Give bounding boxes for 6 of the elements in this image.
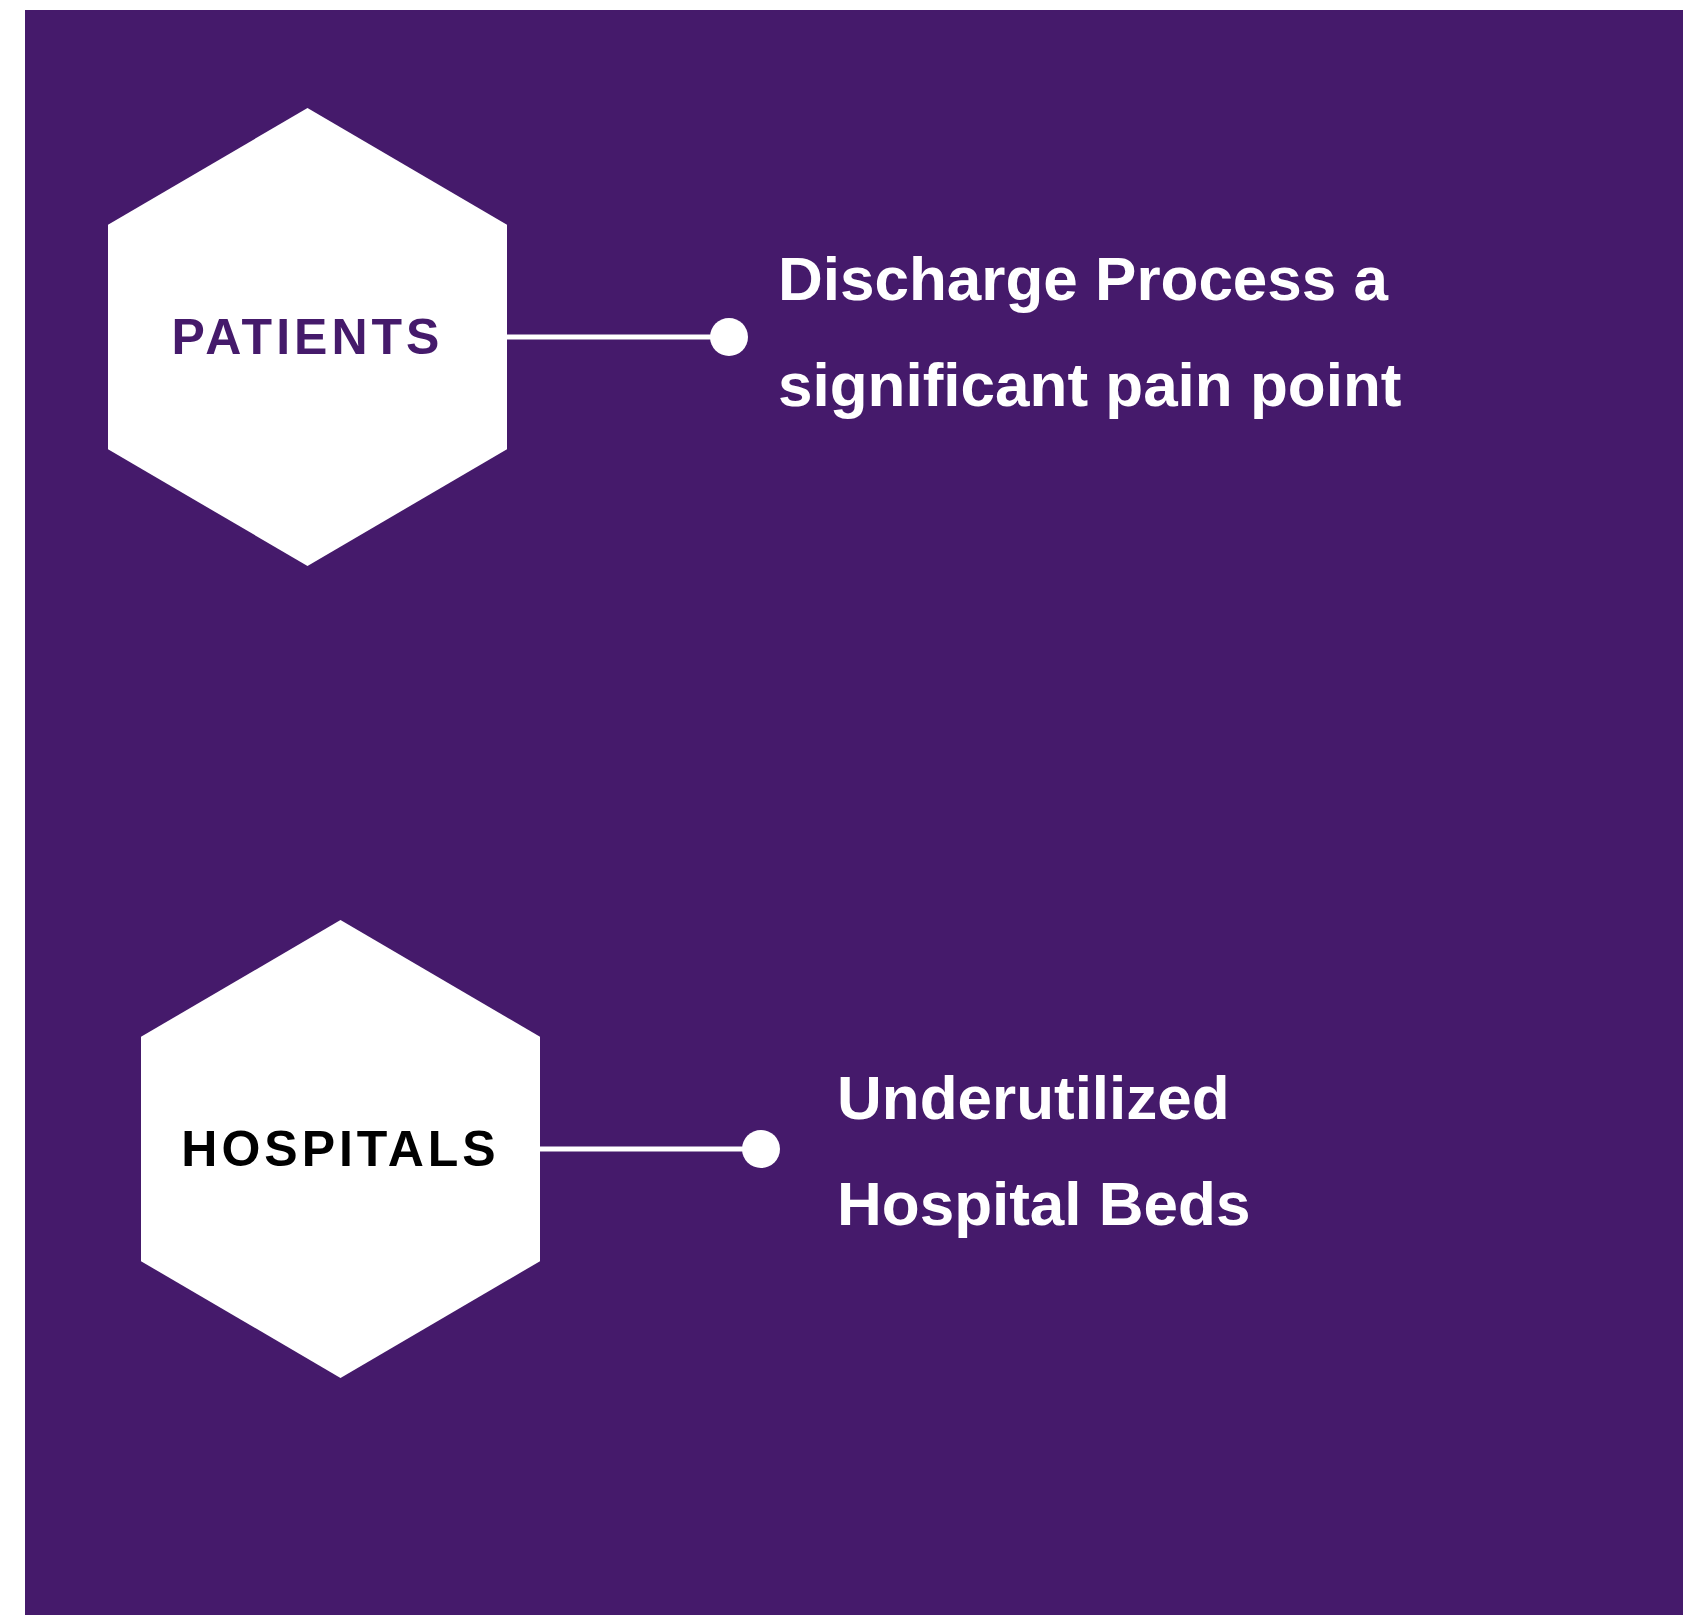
hexagon-label: HOSPITALS	[180, 1120, 501, 1178]
callout-text: Discharge Process a significant pain point	[778, 243, 1403, 421]
hexagon-label: PATIENTS	[170, 308, 445, 366]
connector-line	[507, 318, 748, 356]
callout-text: Underutilized Hospital Beds	[837, 1062, 1252, 1240]
connector-line	[540, 1130, 780, 1168]
